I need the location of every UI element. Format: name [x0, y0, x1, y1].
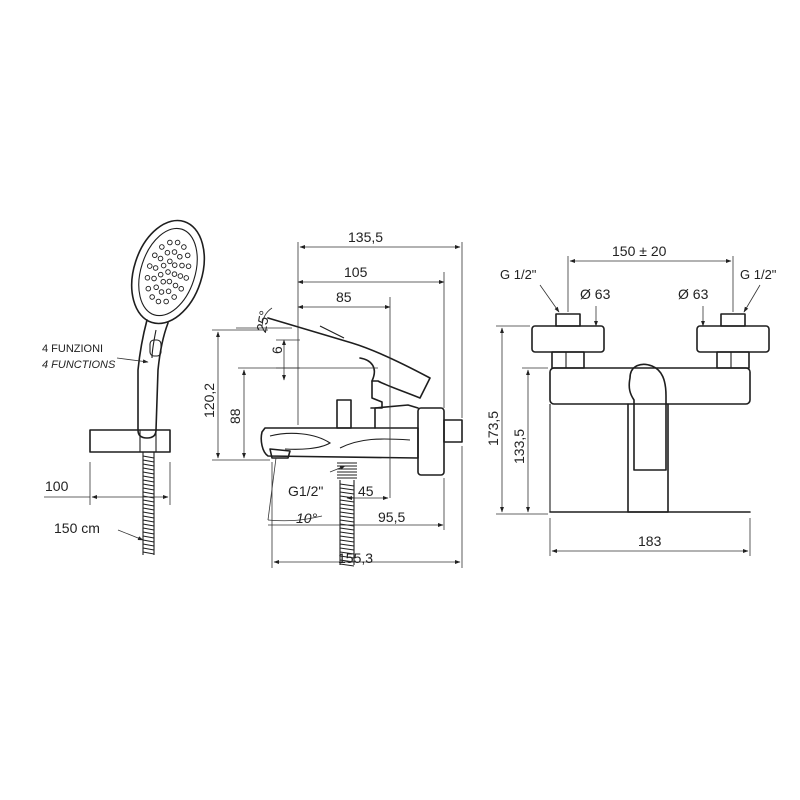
dim-front-inlet-left: G 1/2": [500, 267, 537, 282]
mixer-lever-front: [628, 363, 667, 471]
dim-side-spout-reach: 95,5: [378, 509, 405, 525]
wall-holder: [89, 429, 171, 453]
dim-side-outlet-thread: G1/2": [288, 483, 323, 499]
dim-side-height-total: 120,2: [201, 383, 217, 418]
hose-length-label: 150 cm: [54, 520, 100, 536]
dim-side-handle-depth: 85: [336, 289, 352, 305]
mixer-body-front: [549, 367, 751, 405]
dim-front-height-body: 133,5: [511, 429, 527, 464]
dim-side-outlet-offset: 45: [358, 483, 374, 499]
dim-front-flange-left: Ø 63: [580, 286, 611, 302]
dim-side-body-depth: 105: [344, 264, 368, 280]
flange-right: [696, 325, 770, 353]
mixer-lever-side: [267, 317, 431, 409]
functions-label-it: 4 FUNZIONI: [42, 343, 103, 355]
hand-shower-view: 4 FUNZIONI 4 FUNCTIONS 100 150 cm: [42, 219, 206, 555]
dim-front-width: 183: [638, 533, 662, 549]
holder-depth-label: 100: [45, 478, 69, 494]
flange-left: [531, 325, 605, 353]
wall-flange-side: [417, 407, 445, 476]
shower-head: [130, 219, 206, 325]
mixer-body-side: [260, 427, 419, 459]
dim-front-inlet-right: G 1/2": [740, 267, 777, 282]
shower-handle: [137, 319, 169, 439]
mixer-front-view: 150 ± 20 G 1/2" G 1/2" Ø 63 Ø 63 173,5 1…: [485, 243, 777, 556]
dim-side-small-offset: 6: [269, 346, 285, 354]
mixer-side-view: 135,5 105 85 25° 6 120,2 88 G1/2" 45: [201, 229, 463, 568]
dim-front-flange-right: Ø 63: [678, 286, 709, 302]
dim-side-spout-angle: 10°: [296, 510, 318, 526]
dim-side-lever-angle: 25°: [253, 309, 273, 334]
functions-label-en: 4 FUNCTIONS: [42, 359, 116, 371]
dim-side-height-body: 88: [227, 408, 243, 424]
dim-front-center-distance: 150 ± 20: [612, 243, 667, 259]
shower-hose: [142, 452, 155, 555]
dim-front-height-total: 173,5: [485, 411, 501, 446]
dim-side-overall-depth: 155,3: [338, 550, 373, 566]
dim-side-total-depth: 135,5: [348, 229, 383, 245]
shower-nozzles: [144, 239, 192, 305]
